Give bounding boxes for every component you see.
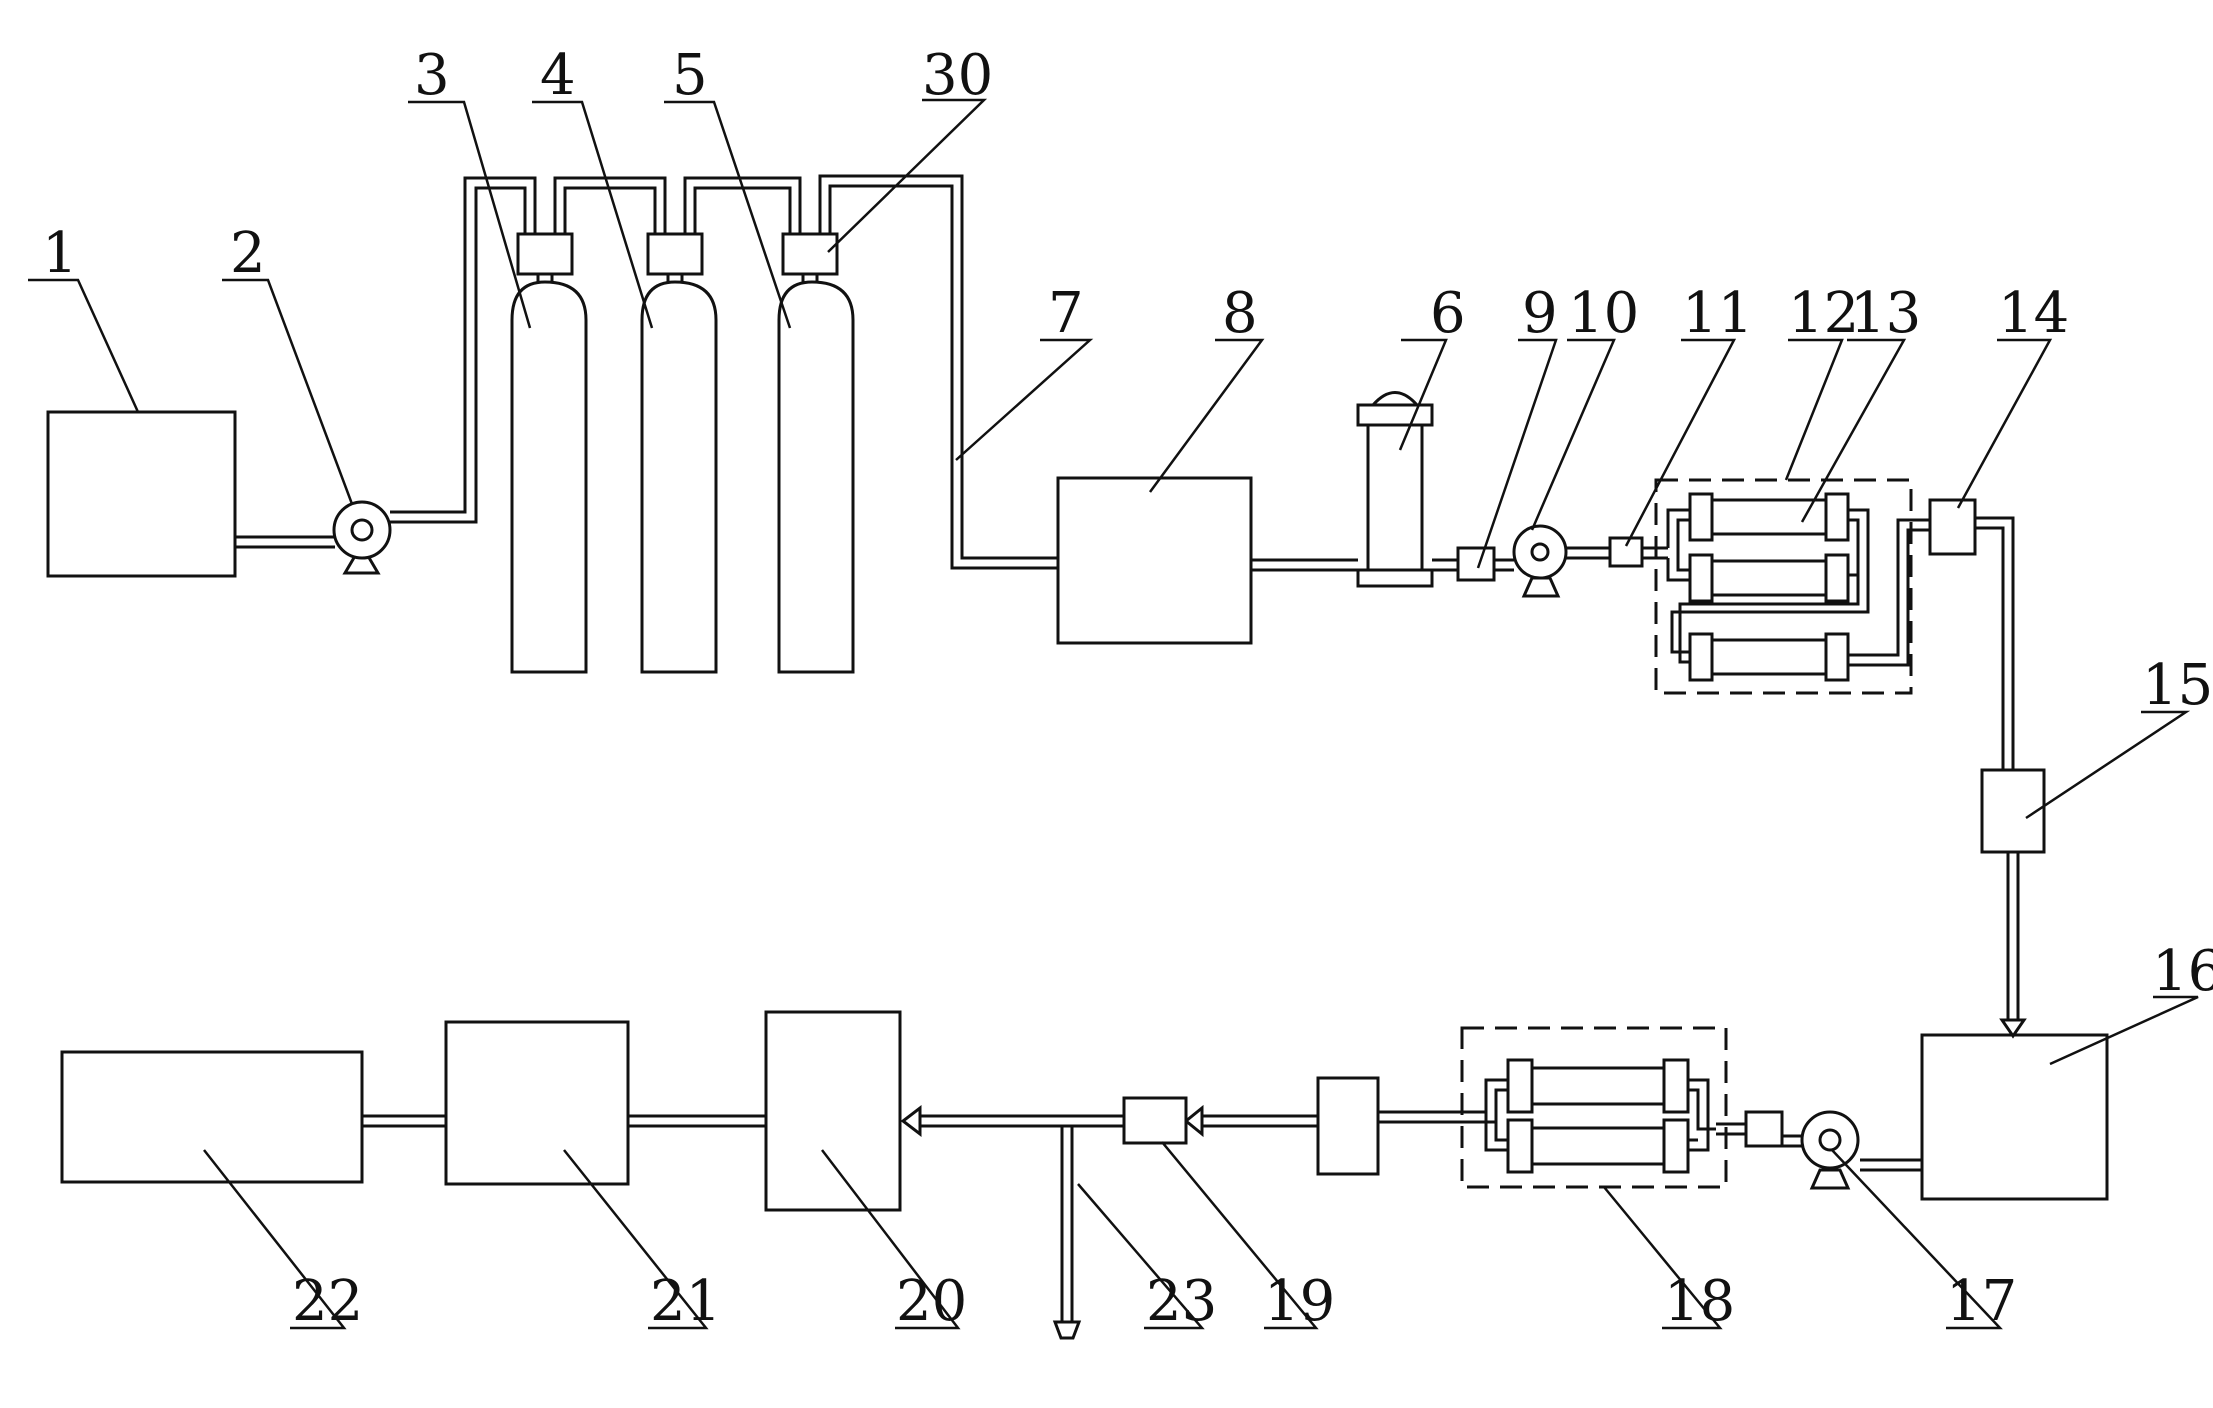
membrane-tube-13-b: [1688, 553, 1850, 603]
label-4: 4: [540, 43, 576, 108]
pipe-unit8-to-filter6: [1251, 558, 1358, 572]
label-10: 10: [1568, 281, 1639, 346]
label-8: 8: [1222, 281, 1258, 346]
pipe-column6-to-valve9: [1432, 558, 1458, 572]
membrane-module-12: [1654, 478, 1913, 695]
label-30: 30: [922, 43, 993, 108]
pipe-valve-to-module18: [1716, 1122, 1746, 1136]
pipe-unit15-to-tank16: [1999, 852, 2027, 1039]
pipe-valve19-to-unit20: [900, 1104, 1124, 1138]
label-3: 3: [414, 43, 450, 108]
pipe-box-to-valve19: [1183, 1104, 1318, 1138]
pump-17: [1782, 1110, 1860, 1190]
manifold-pipes: [553, 174, 1058, 570]
pipe-valve9-to-pump10: [1494, 558, 1514, 572]
callout-labels: 1 2 3 4 5 30 6 7 8 9 10 11 12 13 14 15 1…: [42, 43, 2213, 1334]
module18-internal-pipes: [1460, 1078, 1716, 1152]
pipe-unit20-to-unit21: [628, 1114, 766, 1128]
label-18: 18: [1664, 1269, 1735, 1334]
membrane-tube-13-c: [1688, 632, 1850, 682]
label-12: 12: [1788, 281, 1859, 346]
pump-2: [332, 500, 392, 575]
label-20: 20: [896, 1269, 967, 1334]
label-17: 17: [1946, 1269, 2017, 1334]
label-9: 9: [1522, 281, 1558, 346]
label-2: 2: [230, 221, 266, 286]
tank-1: [46, 410, 237, 578]
label-23: 23: [1146, 1269, 1217, 1334]
label-7: 7: [1048, 281, 1084, 346]
pipe-module18-to-box: [1378, 1110, 1462, 1124]
unit-15: [1980, 768, 2046, 854]
cylinder-5: [777, 232, 855, 674]
label-6: 6: [1430, 281, 1466, 346]
label-15: 15: [2142, 653, 2213, 718]
column-6: [1356, 391, 1434, 588]
label-16: 16: [2152, 939, 2213, 1004]
label-5: 5: [672, 43, 708, 108]
unit-21: [444, 1020, 630, 1186]
membrane-module-18: [1460, 1026, 1728, 1189]
pipe-tank1-to-pump2: [235, 535, 335, 549]
label-1: 1: [42, 221, 78, 286]
pump-10: [1512, 524, 1610, 598]
module12-internal-pipes: [1666, 508, 1930, 667]
branch-pipe-23: [1052, 1126, 1082, 1340]
module18-tube-a: [1506, 1058, 1690, 1114]
unit-8: [1056, 476, 1253, 645]
tank-16: [1920, 1033, 2109, 1201]
label-14: 14: [1998, 281, 2069, 346]
pipe-unit21-to-unit22: [362, 1114, 446, 1128]
leader-lines: [28, 98, 2199, 1330]
module18-tube-b: [1506, 1118, 1690, 1174]
membrane-tube-13-a: [1688, 492, 1850, 542]
pipe-tank16-to-pump17: [1860, 1158, 1922, 1172]
valve-11: [1608, 536, 1644, 568]
unit-20: [764, 1010, 902, 1212]
label-21: 21: [650, 1269, 721, 1334]
label-13: 13: [1850, 281, 1921, 346]
valve-9: [1456, 546, 1496, 582]
cylinder-4: [640, 232, 718, 674]
pipe-pump2-to-manifold: [390, 176, 537, 524]
label-11: 11: [1682, 281, 1753, 346]
valve-before-18: [1744, 1110, 1784, 1148]
valve-19: [1122, 1096, 1188, 1145]
pipe-unit14-to-unit15: [1975, 516, 2015, 770]
unit-unlabeled-box: [1316, 1076, 1380, 1176]
unit-22: [60, 1050, 364, 1184]
label-22: 22: [292, 1269, 363, 1334]
label-19: 19: [1264, 1269, 1335, 1334]
unit-14: [1928, 498, 1977, 556]
cylinder-3: [510, 232, 588, 674]
